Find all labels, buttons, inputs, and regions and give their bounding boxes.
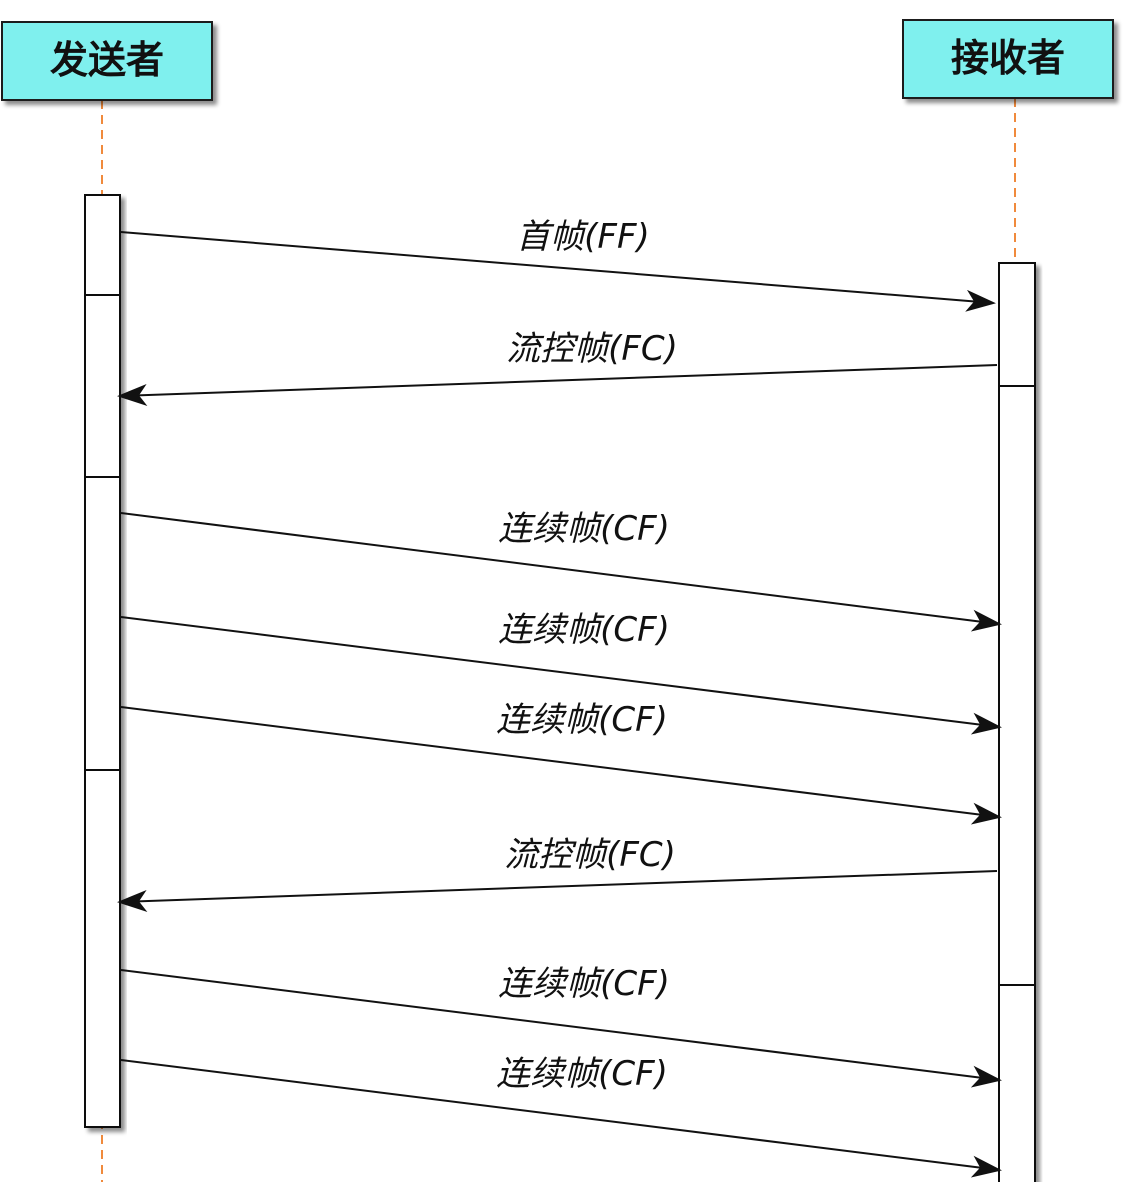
receiver-activation-3 bbox=[998, 984, 1036, 1182]
sender-label: 发送者 bbox=[50, 38, 164, 82]
message-6: 流控帧(FC) bbox=[117, 835, 998, 913]
receiver-activation-2 bbox=[998, 385, 1036, 986]
message-arrow bbox=[120, 706, 1002, 825]
message-label: 连续帧(CF) bbox=[496, 1054, 668, 1094]
message-arrow bbox=[120, 231, 996, 312]
message-8: 连续帧(CF) bbox=[120, 1054, 1002, 1178]
message-7: 连续帧(CF) bbox=[120, 964, 1002, 1088]
message-label: 流控帧(FC) bbox=[506, 329, 678, 369]
message-4: 连续帧(CF) bbox=[120, 610, 1002, 735]
message-arrow bbox=[117, 364, 998, 407]
receiver-label: 接收者 bbox=[951, 36, 1065, 80]
sender-activation-4 bbox=[84, 769, 121, 1128]
sender-activation-1 bbox=[84, 194, 121, 296]
message-label: 连续帧(CF) bbox=[498, 509, 670, 549]
sender-activation-2 bbox=[84, 294, 121, 478]
message-3: 连续帧(CF) bbox=[120, 509, 1002, 632]
message-arrow bbox=[120, 616, 1002, 735]
message-arrow bbox=[120, 969, 1002, 1088]
receiver-activations bbox=[998, 262, 1036, 1182]
message-arrow bbox=[117, 870, 998, 913]
sender-actor: 发送者 bbox=[1, 21, 213, 101]
message-label: 连续帧(CF) bbox=[498, 610, 670, 650]
message-label: 流控帧(FC) bbox=[504, 835, 676, 875]
message-arrow bbox=[120, 1059, 1002, 1178]
message-label: 连续帧(CF) bbox=[496, 700, 668, 740]
message-label: 首帧(FF) bbox=[516, 217, 650, 257]
receiver-actor: 接收者 bbox=[902, 19, 1114, 99]
message-1: 首帧(FF) bbox=[120, 217, 996, 312]
sender-activation-3 bbox=[84, 476, 121, 771]
message-5: 连续帧(CF) bbox=[120, 700, 1002, 825]
receiver-activation-1 bbox=[998, 262, 1036, 387]
message-label: 连续帧(CF) bbox=[498, 964, 670, 1004]
message-arrow bbox=[120, 512, 1002, 632]
sender-activations bbox=[84, 194, 121, 1128]
message-2: 流控帧(FC) bbox=[117, 329, 998, 407]
